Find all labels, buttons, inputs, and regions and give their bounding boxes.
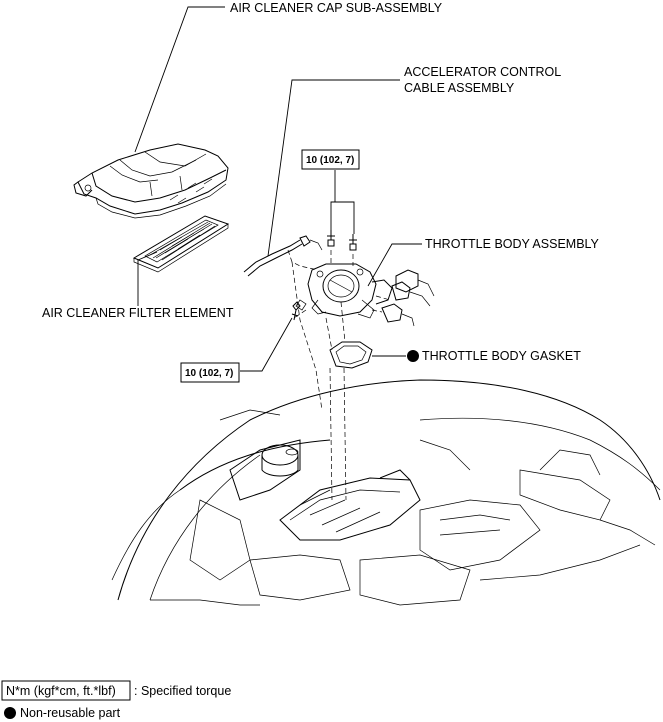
engine-bay-drawing bbox=[111, 379, 661, 606]
upper-bolts-drawing bbox=[327, 230, 357, 266]
torque-box-lower bbox=[180, 362, 240, 383]
lower-bolt-drawing bbox=[291, 301, 301, 321]
filter-element-label: AIR CLEANER FILTER ELEMENT bbox=[42, 306, 234, 320]
connectors-drawing bbox=[371, 269, 435, 327]
legend-torque-unit: N*m (kgf*cm, ft.*lbf) bbox=[6, 684, 116, 698]
torque-box-upper bbox=[301, 149, 360, 170]
accelerator-cable-label-line2: CABLE ASSEMBLY bbox=[404, 81, 515, 95]
leader-lines bbox=[134, 6, 422, 372]
throttle-gasket-drawing bbox=[325, 301, 373, 369]
legend: N*m (kgf*cm, ft.*lbf) : Specified torque… bbox=[1, 680, 231, 720]
non-reusable-marker-icon bbox=[407, 350, 419, 362]
legend-torque-box bbox=[1, 680, 131, 701]
throttle-body-drawing bbox=[293, 263, 393, 319]
accelerator-cable-label-line1: ACCELERATOR CONTROL bbox=[404, 65, 561, 79]
air-cleaner-cap-label: AIR CLEANER CAP SUB-ASSEMBLY bbox=[230, 1, 443, 15]
install-position-line bbox=[329, 367, 347, 501]
throttle-body-label: THROTTLE BODY ASSEMBLY bbox=[425, 237, 600, 251]
torque-value-upper: 10 (102, 7) bbox=[306, 155, 354, 166]
torque-value-lower: 10 (102, 7) bbox=[185, 368, 233, 379]
legend-torque-desc: : Specified torque bbox=[134, 684, 231, 698]
throttle-gasket-label: THROTTLE BODY GASKET bbox=[422, 349, 581, 363]
legend-non-reusable-desc: Non-reusable part bbox=[20, 706, 121, 720]
air-cleaner-filter-drawing bbox=[132, 215, 230, 273]
accelerator-cable-drawing bbox=[243, 235, 323, 277]
air-cleaner-cap-drawing bbox=[73, 143, 229, 219]
legend-non-reusable-icon bbox=[4, 707, 16, 719]
cable-routing-line bbox=[291, 261, 323, 411]
